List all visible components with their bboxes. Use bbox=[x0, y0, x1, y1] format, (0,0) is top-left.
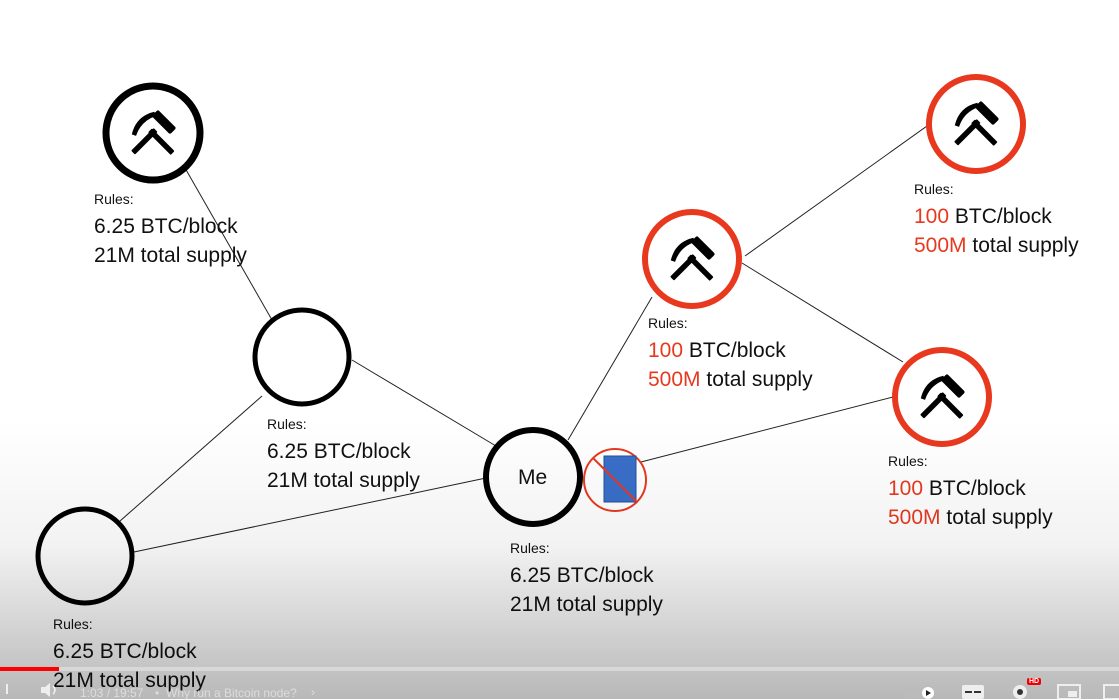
rules-label: Rules: bbox=[648, 315, 688, 331]
progress-bar[interactable] bbox=[0, 667, 1119, 671]
volume-icon[interactable] bbox=[40, 682, 62, 698]
rules-bottom-left: Rules: 6.25 BTC/block 21M total supply bbox=[53, 617, 206, 695]
link-bottomleft-me bbox=[133, 477, 487, 553]
rules-top-left: Rules: 6.25 BTC/block 21M total supply bbox=[94, 192, 247, 270]
node-right-miner bbox=[892, 347, 992, 447]
supply-unit: total supply bbox=[940, 506, 1053, 529]
chapter-title[interactable]: Why run a Bitcoin node? bbox=[166, 686, 297, 700]
total-supply: 21M total supply bbox=[94, 244, 247, 267]
link-topleft-middleleft bbox=[184, 167, 273, 321]
next-icon[interactable] bbox=[0, 682, 14, 696]
rules-me: Rules: 6.25 BTC/block 21M total supply bbox=[510, 541, 663, 619]
link-block-right bbox=[640, 396, 894, 463]
theater-mode-icon[interactable] bbox=[1103, 684, 1119, 699]
node-top-right-miner bbox=[926, 74, 1026, 174]
block-reward: 6.25 BTC/block bbox=[53, 640, 197, 663]
miniplayer-icon[interactable] bbox=[1057, 684, 1081, 699]
block-reward: 100 BTC/block bbox=[888, 474, 1053, 503]
connection-lines bbox=[119, 125, 928, 553]
total-supply: 21M total supply bbox=[510, 593, 663, 616]
player-controls: 1:03 / 19:57 • Why run a Bitcoin node? ›… bbox=[0, 676, 1119, 700]
rules-top-right: Rules: 100 BTC/block 500M total supply bbox=[914, 182, 1079, 260]
block-reward: 100 BTC/block bbox=[914, 202, 1079, 231]
rejected-block-icon bbox=[583, 448, 647, 512]
link-me-midright bbox=[567, 296, 653, 441]
total-supply: 500M total supply bbox=[888, 503, 1053, 532]
progress-fill bbox=[0, 667, 60, 671]
subtitles-icon[interactable] bbox=[962, 684, 984, 699]
total-supply: 500M total supply bbox=[914, 231, 1079, 260]
rules-label: Rules: bbox=[914, 181, 954, 197]
rules-mid-right: Rules: 100 BTC/block 500M total supply bbox=[648, 316, 813, 394]
rules-middle-left: Rules: 6.25 BTC/block 21M total supply bbox=[267, 417, 420, 495]
block-reward: 6.25 BTC/block bbox=[267, 440, 411, 463]
hd-badge: HD bbox=[1027, 678, 1042, 685]
reward-value: 100 bbox=[648, 339, 684, 362]
node-bottom-left bbox=[35, 506, 135, 606]
block-reward: 6.25 BTC/block bbox=[510, 564, 654, 587]
block-reward: 6.25 BTC/block bbox=[94, 215, 238, 238]
rules-label: Rules: bbox=[888, 453, 928, 469]
total-supply: 21M total supply bbox=[53, 669, 206, 692]
supply-value: 500M bbox=[888, 506, 941, 529]
chevron-right-icon[interactable]: › bbox=[311, 685, 315, 699]
reward-value: 100 bbox=[888, 477, 924, 500]
supply-unit: total supply bbox=[966, 234, 1079, 257]
supply-value: 500M bbox=[648, 368, 701, 391]
rules-right: Rules: 100 BTC/block 500M total supply bbox=[888, 454, 1053, 532]
supply-unit: total supply bbox=[700, 368, 813, 391]
node-top-left-miner bbox=[102, 82, 204, 184]
reward-unit: BTC/block bbox=[683, 339, 786, 362]
rules-label: Rules: bbox=[94, 191, 134, 207]
rules-label: Rules: bbox=[510, 540, 550, 556]
autoplay-toggle-icon[interactable] bbox=[904, 685, 938, 699]
supply-value: 500M bbox=[914, 234, 967, 257]
total-supply: 500M total supply bbox=[648, 365, 813, 394]
rules-label: Rules: bbox=[267, 416, 307, 432]
link-midright-right bbox=[741, 262, 904, 363]
link-middleleft-bottomleft bbox=[119, 395, 263, 522]
node-middle-left bbox=[252, 307, 352, 407]
me-label: Me bbox=[518, 466, 548, 489]
node-me bbox=[483, 427, 583, 527]
settings-gear-icon[interactable] bbox=[1010, 683, 1030, 699]
link-middleleft-me bbox=[351, 359, 497, 447]
rules-label: Rules: bbox=[53, 616, 93, 632]
reward-value: 100 bbox=[914, 205, 950, 228]
reward-unit: BTC/block bbox=[923, 477, 1026, 500]
total-supply: 21M total supply bbox=[267, 469, 420, 492]
block-reward: 100 BTC/block bbox=[648, 336, 813, 365]
time-display: 1:03 / 19:57 bbox=[80, 686, 144, 700]
link-midright-topright bbox=[744, 125, 928, 257]
reward-unit: BTC/block bbox=[949, 205, 1052, 228]
separator: • bbox=[155, 686, 160, 700]
node-mid-right-miner bbox=[642, 209, 742, 309]
